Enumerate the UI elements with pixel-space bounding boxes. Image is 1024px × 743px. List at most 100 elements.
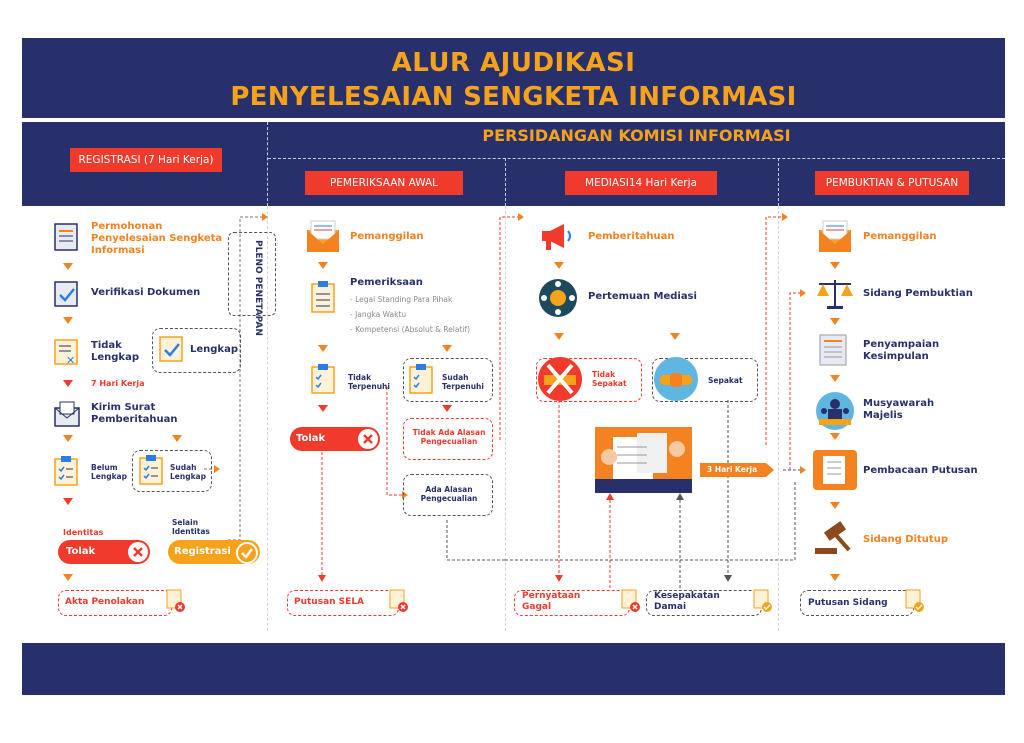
akta-text: Akta Penolakan bbox=[65, 597, 145, 607]
approved-doc-icon bbox=[752, 588, 774, 614]
verdict-reading-icon bbox=[813, 450, 857, 490]
arrow-down bbox=[554, 333, 564, 340]
arrow-down bbox=[670, 333, 680, 340]
arrow-down bbox=[830, 375, 840, 382]
check-icon bbox=[236, 542, 258, 564]
x-icon bbox=[358, 429, 378, 449]
sidang-pembuktian-text: Sidang Pembuktian bbox=[863, 288, 973, 299]
reject-doc-icon bbox=[165, 588, 187, 614]
col-divider-2 bbox=[505, 206, 506, 631]
lengkap-text: Lengkap bbox=[190, 344, 238, 355]
section-pembuktian: PEMBUKTIAN & PUTUSAN bbox=[815, 171, 969, 195]
reject-doc-icon bbox=[388, 588, 410, 614]
footer-band bbox=[22, 643, 1005, 695]
sudah-terpenuhi-box bbox=[403, 358, 493, 402]
arrow-down bbox=[830, 433, 840, 440]
title-line-2: PENYELESAIAN SENGKETA INFORMASI bbox=[230, 82, 797, 112]
gavel-icon bbox=[815, 520, 855, 556]
checklist-icon bbox=[310, 280, 336, 314]
verifikasi-text: Verifikasi Dokumen bbox=[91, 287, 201, 298]
section-mediasi: MEDIASI14 Hari Kerja bbox=[565, 171, 717, 195]
hari-kerja-arrow bbox=[766, 463, 774, 477]
sepakat-box bbox=[652, 358, 758, 402]
title-line-1: ALUR AJUDIKASI bbox=[391, 48, 636, 78]
tolak-label: Tolak bbox=[66, 546, 96, 557]
penyampaian-text: Penyampaian Kesimpulan bbox=[863, 339, 940, 362]
reject-doc-icon bbox=[620, 588, 642, 614]
band-divider-2 bbox=[505, 158, 506, 206]
pemanggilan-text: Pemanggilan bbox=[350, 231, 424, 242]
arrow-down bbox=[442, 345, 452, 352]
arrow-down bbox=[830, 574, 840, 581]
pemberitahuan-text: Pemberitahuan bbox=[588, 231, 675, 242]
tidak-ada-alasan-box bbox=[403, 418, 493, 460]
selain-identitas-text: Selain Identitas bbox=[172, 518, 210, 536]
x-icon bbox=[128, 542, 148, 562]
section-pemeriksaan: PEMERIKSAAN AWAL bbox=[305, 171, 463, 195]
mail-icon bbox=[53, 400, 81, 428]
envelope-icon bbox=[303, 218, 343, 254]
council-icon bbox=[815, 391, 855, 431]
section-registrasi: REGISTRASI (7 Hari Kerja) bbox=[70, 148, 222, 172]
incomplete-document-icon: ✕ bbox=[53, 338, 81, 366]
complete-document-icon bbox=[158, 335, 186, 363]
meeting-icon bbox=[538, 278, 578, 318]
putusan-sidang-text: Putusan Sidang bbox=[808, 598, 888, 608]
hari-kerja-text: 7 Hari Kerja bbox=[91, 379, 145, 388]
lengkap-box bbox=[152, 328, 241, 373]
pertemuan-text: Pertemuan Mediasi bbox=[588, 291, 697, 302]
ada-alasan-box bbox=[403, 474, 493, 516]
arrow-down bbox=[63, 263, 73, 270]
pemanggilan-text-2: Pemanggilan bbox=[863, 231, 937, 242]
arrow-down bbox=[830, 318, 840, 325]
clipboard-check-icon bbox=[408, 363, 436, 395]
tolak-badge: Tolak bbox=[58, 540, 150, 564]
pemeriksaan-text: Pemeriksaan bbox=[350, 277, 423, 288]
band-hline bbox=[268, 158, 1005, 159]
kirim-surat-text: Kirim Surat Pemberitahuan bbox=[91, 402, 178, 425]
title-banner: ALUR AJUDIKASI PENYELESAIAN SENGKETA INF… bbox=[22, 38, 1005, 118]
clipboard-check-icon bbox=[138, 454, 166, 486]
band-divider-3 bbox=[778, 158, 779, 206]
megaphone-icon bbox=[540, 222, 576, 252]
registrasi-badge: Registrasi bbox=[168, 540, 260, 564]
ada-alasan-text: Ada Alasan Pengecualian bbox=[420, 485, 478, 503]
sudah-lengkap-text: Sudah Lengkap bbox=[170, 463, 206, 481]
arrow-down bbox=[63, 317, 73, 324]
sepakat-text: Sepakat bbox=[708, 376, 743, 385]
col-divider-1 bbox=[267, 206, 268, 631]
sidang-ditutup-text: Sidang Ditutup bbox=[863, 534, 948, 545]
arrow-down bbox=[63, 380, 73, 387]
tidak-lengkap-text: Tidak Lengkap bbox=[91, 340, 139, 363]
tidak-ada-alasan-text: Tidak Ada Alasan Pengecualian bbox=[412, 428, 486, 446]
hari-kerja-tag bbox=[700, 463, 766, 477]
arrow-down bbox=[63, 574, 73, 581]
tidak-sepakat-box bbox=[536, 358, 642, 402]
approved-doc-icon bbox=[904, 588, 926, 614]
no-deal-icon bbox=[536, 355, 586, 403]
pemeriksaan-item-1: - Legal Standing Para Pihak bbox=[350, 295, 453, 304]
arrow-down bbox=[318, 405, 328, 412]
arrow-down bbox=[63, 498, 73, 505]
col-divider-3 bbox=[778, 206, 779, 631]
tidak-sepakat-text: Tidak Sepakat bbox=[592, 370, 627, 388]
document-icon bbox=[53, 222, 81, 252]
tidak-terpenuhi-text: Tidak Terpenuhi bbox=[348, 373, 390, 391]
arrow-down bbox=[318, 345, 328, 352]
arrow-down bbox=[318, 262, 328, 269]
arrow-down bbox=[830, 262, 840, 269]
handshake-icon bbox=[652, 355, 702, 403]
arrow-down bbox=[172, 435, 182, 442]
band-divider bbox=[267, 122, 268, 206]
permohonan-text: Permohonan Penyelesaian Sengketa Informa… bbox=[91, 221, 223, 256]
pleno-box bbox=[228, 232, 276, 316]
putusan-sela-text: Putusan SELA bbox=[294, 597, 365, 607]
kesepakatan-text: Kesepakatan Damai bbox=[654, 591, 720, 612]
envelope-icon bbox=[815, 218, 855, 254]
registrasi-label: Registrasi bbox=[174, 546, 231, 557]
pemeriksaan-item-3: - Kompetensi (Absolut & Relatif) bbox=[350, 325, 471, 334]
contract-signing-image bbox=[595, 427, 692, 493]
arrow-down bbox=[63, 435, 73, 442]
pembacaan-text: Pembacaan Putusan bbox=[863, 465, 978, 476]
